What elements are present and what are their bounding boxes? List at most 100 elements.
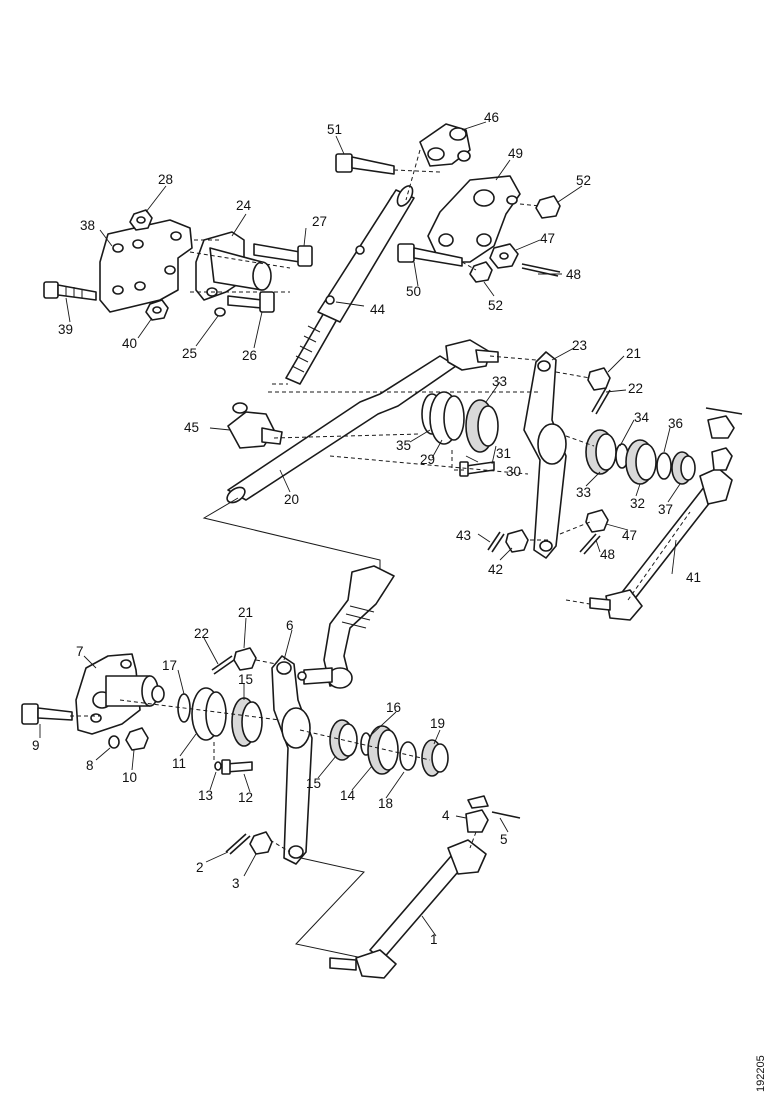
washer-36 [656, 452, 672, 480]
callout-32: 32 [630, 496, 645, 511]
nut-37 [671, 451, 696, 485]
callout-2: 2 [196, 860, 204, 875]
bolt-26-upper [227, 291, 275, 313]
callout-43: 43 [456, 528, 471, 543]
callout-3: 3 [232, 876, 240, 891]
callout-46-upper: 46 [484, 110, 499, 125]
cotter-pin-22-upper [591, 387, 611, 415]
callout-36: 36 [668, 416, 683, 431]
callout-8: 8 [86, 758, 94, 773]
callout-labels: 51 46 49 52 28 38 24 27 47 48 50 52 39 4… [32, 110, 767, 1092]
washer-25 [214, 307, 226, 317]
castle-nut-47-upper [489, 243, 519, 269]
callout-39: 39 [58, 322, 73, 337]
bolt-39 [43, 281, 97, 301]
callout-34: 34 [634, 410, 650, 425]
bolt-9 [21, 703, 73, 725]
callout-31: 31 [496, 446, 511, 461]
callout-45: 45 [184, 420, 199, 435]
cotter-pin-48-upper [521, 263, 561, 277]
callout-20: 20 [284, 492, 299, 507]
castle-nut-3 [249, 831, 273, 855]
callout-51: 51 [327, 122, 342, 137]
callout-50: 50 [406, 284, 421, 299]
callout-22-upper: 22 [628, 381, 643, 396]
callout-11: 11 [172, 756, 186, 771]
callout-37: 37 [658, 502, 673, 517]
callout-21-lower: 21 [238, 605, 253, 620]
castle-nut-21-lower [233, 647, 257, 671]
callout-13: 13 [198, 788, 213, 803]
callout-4: 4 [442, 808, 450, 823]
nut-28 [129, 209, 153, 231]
callout-38: 38 [80, 218, 95, 233]
castle-nut-47-lower [585, 509, 609, 533]
nut-10 [125, 727, 149, 751]
drag-link-lower-section [297, 565, 395, 689]
callout-40: 40 [122, 336, 137, 351]
drawing-number: 192205 [755, 1055, 767, 1092]
callout-48-upper: 48 [566, 267, 581, 282]
callout-17: 17 [162, 658, 177, 673]
callout-10: 10 [122, 770, 137, 785]
callout-7: 7 [76, 644, 84, 659]
washer-8 [108, 735, 120, 749]
bearing-15-left [231, 697, 263, 747]
callout-33-lower: 33 [576, 485, 591, 500]
callout-52-lower: 52 [488, 298, 503, 313]
pitman-arm-23 [523, 351, 567, 559]
callout-52-upper: 52 [576, 173, 591, 188]
cotter-pin-48-lower [579, 533, 601, 555]
ball-joint-46 [419, 123, 471, 167]
callout-44: 44 [370, 302, 386, 317]
tie-rod-1 [329, 795, 521, 979]
bushing-11 [191, 687, 227, 741]
callout-5: 5 [500, 832, 508, 847]
callout-15-left: 15 [238, 672, 253, 687]
callout-1: 1 [430, 932, 438, 947]
bearing-33-lower [585, 429, 617, 475]
callout-28: 28 [158, 172, 173, 187]
callout-25: 25 [182, 346, 197, 361]
callout-9: 9 [32, 738, 40, 753]
bolt-27 [253, 243, 313, 267]
callout-6: 6 [286, 618, 294, 633]
lower-leader-lines [39, 617, 509, 937]
bolt-30 [459, 461, 495, 477]
nut-52-lower [469, 261, 493, 283]
steering-arm-6 [271, 655, 313, 865]
ball-joint-45 [227, 402, 283, 449]
callout-15-right: 15 [306, 776, 321, 791]
flange-7 [75, 653, 165, 735]
callout-21-upper: 21 [626, 346, 641, 361]
callout-49: 49 [508, 146, 523, 161]
routing-lines [202, 497, 381, 961]
nut-19 [421, 739, 449, 777]
callout-18: 18 [378, 796, 393, 811]
bracket-49 [427, 175, 521, 263]
mounting-bracket-38 [99, 219, 193, 313]
cotter-pin-43 [487, 531, 505, 553]
callout-33-upper: 33 [492, 374, 507, 389]
callout-35: 35 [396, 438, 411, 453]
callout-19: 19 [430, 716, 445, 731]
drag-link-20 [226, 339, 499, 504]
callout-42: 42 [488, 562, 503, 577]
bolt-51 [335, 153, 395, 175]
flange-14 [367, 725, 399, 775]
callout-29: 29 [420, 452, 435, 467]
cotter-pin-2 [225, 833, 251, 855]
callout-27: 27 [312, 214, 327, 229]
washer-18 [399, 741, 417, 771]
washer-13 [214, 761, 222, 771]
callout-16: 16 [386, 700, 401, 715]
callout-30: 30 [506, 464, 521, 479]
callout-48-lower: 48 [600, 547, 615, 562]
callout-47-lower: 47 [622, 528, 637, 543]
nut-40 [145, 299, 169, 321]
castle-nut-21-upper [587, 367, 611, 391]
callout-23: 23 [572, 338, 587, 353]
bearing-33-upper [465, 399, 499, 453]
callout-24: 24 [236, 198, 252, 213]
